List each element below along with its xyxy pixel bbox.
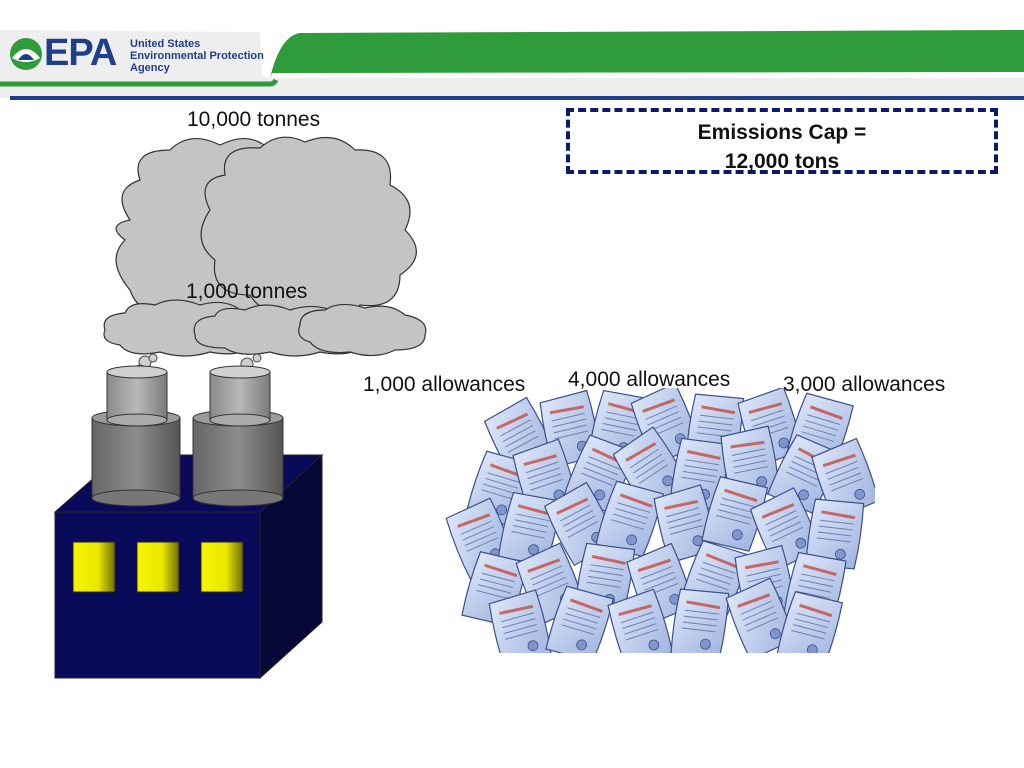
small-cloud-label: 1,000 tonnes — [186, 280, 308, 303]
allowances-left-label: 1,000 allowances — [363, 373, 526, 396]
small-cloud-right — [298, 303, 427, 357]
chimney-left — [91, 365, 181, 507]
big-cloud-front — [200, 136, 417, 317]
certificate-pile — [443, 388, 875, 653]
big-cloud-label: 10,000 tonnes — [187, 108, 321, 131]
epa-flower-icon — [10, 38, 42, 70]
epa-logo-text: EPA — [44, 32, 117, 74]
agency-line-1: United States — [130, 38, 201, 50]
factory-front — [54, 511, 261, 679]
chimney-right — [192, 365, 284, 507]
cap-line-2: 12,000 tons — [724, 150, 840, 173]
header-banner — [0, 30, 1024, 100]
agency-line-2: Environmental Protection — [130, 50, 264, 62]
allowances-mid-label: 4,000 allowances — [568, 368, 731, 391]
agency-name: United States Environmental Protection A… — [130, 38, 264, 74]
factory-window — [136, 541, 180, 593]
allowances-right-label: 3,000 allowances — [783, 373, 946, 396]
agency-line-3: Agency — [130, 62, 170, 74]
smoke-clouds — [103, 136, 427, 357]
factory-window — [200, 541, 244, 593]
factory — [53, 353, 324, 680]
cap-line-1: Emissions Cap = — [697, 121, 867, 144]
emissions-cap-box: Emissions Cap = 12,000 tons — [566, 108, 998, 174]
factory-window — [72, 541, 116, 593]
